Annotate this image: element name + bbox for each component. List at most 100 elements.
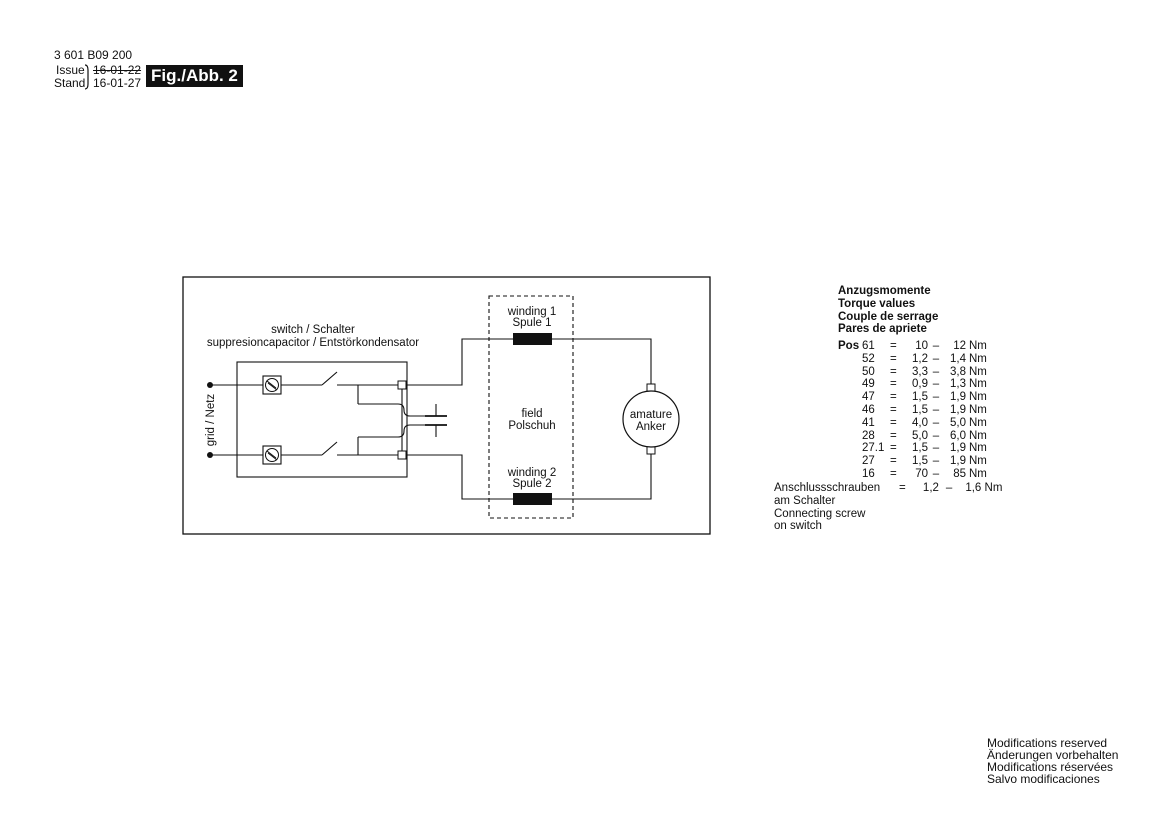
- torque-title-en: Torque values: [838, 297, 916, 310]
- winding-1-coil: [513, 333, 552, 345]
- torque-min: 70: [915, 467, 928, 480]
- torque-eq: =: [890, 365, 897, 378]
- torque-max: 1,3: [950, 378, 966, 391]
- torque-dash: –: [932, 378, 940, 391]
- grid-label: grid / Netz: [205, 394, 217, 447]
- stand-date: 16-01-27: [93, 76, 142, 90]
- footer-line: Modifications réservées: [987, 760, 1114, 774]
- torque-eq: =: [890, 378, 897, 391]
- torque-pos: 16: [862, 467, 875, 480]
- screw-terminal-top: [262, 375, 282, 395]
- switch-blade-top: [321, 371, 338, 386]
- torque-max: 1,4: [950, 352, 966, 365]
- torque-dash: –: [932, 416, 940, 429]
- torque-dash: –: [932, 429, 940, 442]
- torque-unit: Nm: [969, 378, 987, 391]
- torque-pos: 27.1: [862, 442, 885, 455]
- capacitor-label: suppresioncapacitor / Entstörkondensator: [207, 337, 419, 349]
- stand-label: Stand: [54, 76, 86, 90]
- suppression-capacitor: [425, 404, 447, 437]
- torque-dash: –: [932, 442, 940, 455]
- torque-min: 1,2: [912, 352, 928, 365]
- torque-max: 1,9: [950, 403, 966, 416]
- torque-eq: =: [890, 403, 897, 416]
- torque-unit: Nm: [969, 403, 987, 416]
- torque-min: 1,5: [912, 391, 928, 404]
- torque-pos: 49: [862, 378, 875, 391]
- torque-dash: –: [932, 403, 940, 416]
- torque-eq: =: [890, 455, 897, 468]
- torque-max: 3,8: [950, 365, 966, 378]
- footer-line: Salvo modificaciones: [987, 772, 1100, 786]
- screw-line: Anschlussschrauben: [774, 482, 881, 494]
- torque-title-es: Pares de apriete: [838, 323, 927, 336]
- issue-label: Issue: [56, 63, 85, 77]
- torque-max: 12: [953, 340, 966, 352]
- torque-max: 1,9: [950, 455, 966, 468]
- diagram-frame: [182, 276, 711, 535]
- torque-eq: =: [890, 429, 897, 442]
- switch-output-top: [397, 380, 407, 390]
- field-box: [488, 295, 574, 519]
- screw-terminal-bottom: [262, 445, 282, 465]
- torque-dash: –: [932, 455, 940, 468]
- armature-motor: [622, 390, 680, 448]
- screw-line: am Schalter: [774, 494, 836, 507]
- torque-pos: 28: [862, 429, 875, 442]
- torque-min: 5,0: [912, 429, 928, 442]
- connecting-screw-note: Anschlussschrauben am Schalter Connectin…: [774, 482, 880, 533]
- torque-pos: 41: [862, 416, 875, 429]
- torque-title-de: Anzugsmomente: [838, 285, 931, 297]
- header-brace: [84, 64, 89, 90]
- winding-2-coil: [513, 493, 552, 505]
- torque-unit: Nm: [969, 429, 987, 442]
- torque-unit: Nm: [969, 455, 987, 468]
- torque-max: 1,9: [950, 391, 966, 404]
- switch-blade-bottom: [321, 441, 338, 456]
- screw-eq: =: [899, 482, 906, 494]
- polschuh-label: Polschuh: [508, 420, 555, 432]
- document-number: 3 601 B09 200: [54, 48, 133, 62]
- torque-unit: Nm: [969, 391, 987, 404]
- armature-label: amature: [630, 409, 672, 421]
- spule-2-label: Spule 2: [512, 478, 551, 490]
- torque-unit: Nm: [969, 365, 987, 378]
- torque-min: 1,5: [912, 403, 928, 416]
- modifications-note: Modifications reserved Änderungen vorbeh…: [987, 737, 1118, 785]
- torque-pos: 52: [862, 352, 875, 365]
- torque-eq: =: [890, 340, 897, 352]
- torque-min: 1,5: [912, 442, 928, 455]
- torque-min: 1,5: [912, 455, 928, 468]
- torque-min: 3,3: [912, 365, 928, 378]
- torque-pos: 50: [862, 365, 875, 378]
- screw-min: 1,2: [922, 482, 939, 494]
- torque-unit: Nm: [969, 352, 987, 365]
- winding-1-label: winding 1: [507, 306, 557, 318]
- torque-max: 85: [953, 467, 966, 480]
- torque-max: 1,9: [950, 442, 966, 455]
- torque-unit: Nm: [969, 442, 987, 455]
- footer-line: Änderungen vorbehalten: [987, 748, 1119, 762]
- torque-unit: Nm: [969, 416, 987, 429]
- torque-pos: 47: [862, 391, 875, 404]
- figure-label: Fig./Abb. 2: [146, 65, 243, 87]
- screw-torque-value: = 1,2 – 1,6 Nm: [899, 482, 1002, 495]
- torque-pos: 46: [862, 403, 875, 416]
- field-label: field: [521, 408, 542, 420]
- winding-2-label: winding 2: [507, 467, 557, 479]
- footer-line: Modifications reserved: [987, 736, 1108, 750]
- torque-pos: 61: [862, 340, 875, 352]
- anker-label: Anker: [636, 421, 666, 433]
- pos-label: Pos: [838, 340, 860, 352]
- torque-pos: 27: [862, 455, 875, 468]
- torque-unit: Nm: [969, 467, 987, 480]
- torque-min: 0,9: [912, 378, 928, 391]
- torque-eq: =: [890, 467, 897, 480]
